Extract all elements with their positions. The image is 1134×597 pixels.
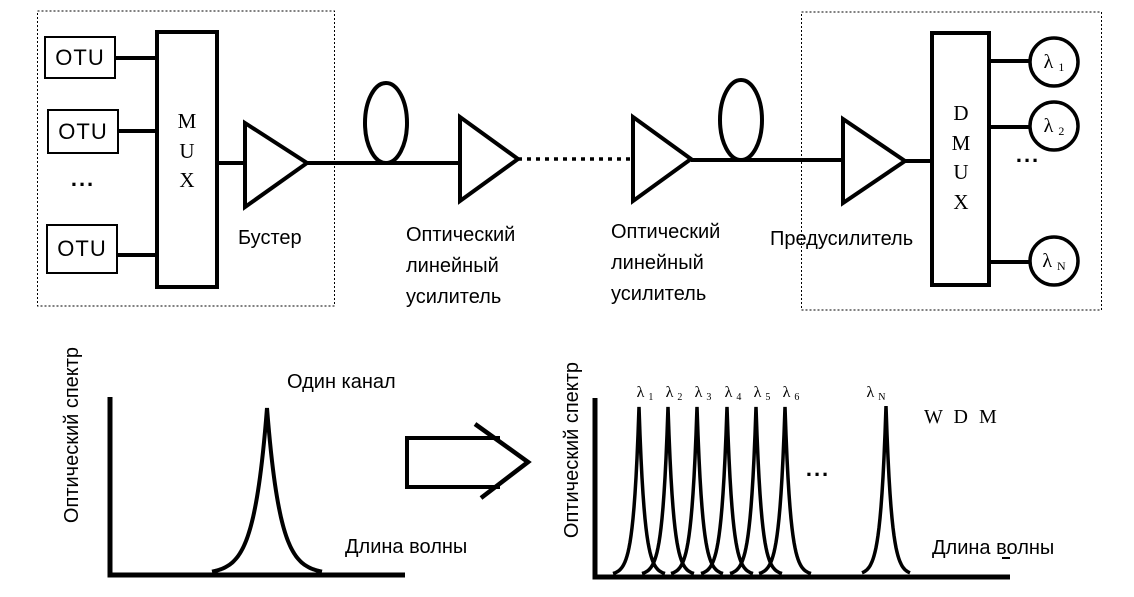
single-channel-peak-group: [211, 407, 323, 574]
otu-label-2: OTU: [48, 110, 118, 153]
lambda-subscript: 6: [794, 392, 800, 403]
amp1-label-line3: усилитель: [406, 286, 502, 308]
lambda1-subscript: 1: [1058, 59, 1065, 74]
receiver-dotted-box: [801, 11, 1102, 311]
otu-text-1: OTU: [55, 44, 105, 70]
lambda2-subscript: 2: [1058, 123, 1065, 138]
otu-label-3: OTU: [47, 225, 117, 273]
lambda-symbol: λ: [694, 384, 703, 401]
lambda-subscript: 3: [706, 392, 712, 403]
wdm-peaks-group: [612, 405, 911, 576]
wdm-label: W D M: [924, 406, 1000, 428]
spectral-peak-lambda-N: [861, 405, 911, 575]
lambda-outputs-ellipsis: ...: [1015, 142, 1041, 167]
mux-letter-u: U: [179, 138, 195, 163]
spectral-peak-lambda-5: [729, 406, 783, 576]
lambda-subscript: N: [878, 392, 886, 403]
dmux-letters: D M U X: [946, 99, 976, 217]
right-plot-axes: [592, 398, 1010, 580]
lambda-symbol: λ: [724, 384, 733, 401]
spectral-peak-lambda-1: [612, 406, 666, 576]
right-plot-xlabel: Длина волны: [932, 537, 1055, 559]
left-plot-title: Один канал: [287, 371, 396, 393]
amp2-label-line3: усилитель: [611, 283, 707, 305]
dmux-letter-x: X: [953, 189, 969, 214]
line-amplifier-2-label: Оптический линейный усилитель: [611, 217, 720, 310]
lambda-symbol: λ: [782, 384, 791, 401]
mux-box: [155, 30, 219, 289]
right-plot-ylabel: Оптический спектр: [561, 361, 583, 539]
lambda-symbol: λ: [636, 384, 645, 401]
transform-arrow-head: [473, 422, 532, 500]
left-plot-ylabel: Оптический спектр: [61, 346, 83, 524]
booster-label: Бустер: [238, 227, 302, 249]
transform-arrow-body: [405, 436, 500, 489]
booster-amplifier-triangle: [243, 119, 311, 211]
lambdaN-symbol: λ: [1042, 249, 1053, 272]
preamplifier-label: Предусилитель: [770, 228, 914, 250]
amp1-label-line1: Оптический: [406, 224, 516, 246]
otu-box-3: [46, 224, 118, 274]
lambda2-symbol: λ: [1043, 114, 1054, 137]
otu-ellipsis: ...: [70, 166, 96, 191]
lambda-subscript: 5: [765, 392, 771, 403]
spectral-peak-lambda-6: [758, 406, 812, 576]
spectral-peak-lambda-4: [700, 406, 754, 576]
lambdaN-output-circle: [1028, 235, 1080, 287]
transmitter-dotted-box: [37, 10, 335, 307]
mux-letter-m: M: [177, 109, 197, 133]
line-amplifier-1-label: Оптический линейный усилитель: [406, 220, 515, 313]
lambda2-output-circle: [1028, 100, 1080, 152]
otu-text-3: OTU: [57, 236, 107, 261]
mux-letters: M U X: [172, 107, 202, 196]
line-amplifier-2-triangle: [631, 113, 695, 205]
preamplifier-triangle: [841, 115, 909, 207]
fiber-coil-2: [718, 78, 764, 162]
lambda-symbol: λ: [665, 384, 674, 401]
otu-box-1: [44, 36, 116, 79]
lambda-subscript: 1: [648, 392, 654, 403]
dmux-letter-m: M: [951, 130, 971, 155]
amp2-label-line1: Оптический: [611, 221, 721, 243]
spectral-peak-lambda-3: [670, 406, 724, 576]
lambda1-symbol: λ: [1043, 50, 1054, 73]
otu-text-2: OTU: [58, 118, 108, 144]
mux-letter-x: X: [179, 168, 195, 192]
spectral-peak: [211, 407, 323, 574]
spectral-peak-lambda-2: [641, 406, 695, 576]
amp1-label-line2: линейный: [406, 255, 499, 277]
lambda-subscript: 2: [677, 392, 683, 403]
lambda1-output-circle: [1028, 36, 1080, 88]
line-amplifier-1-triangle: [458, 113, 522, 205]
dmux-box: [930, 31, 991, 287]
lambdaN-subscript: N: [1057, 258, 1066, 273]
wdm-peaks-ellipsis: ...: [805, 456, 831, 481]
lambda-symbol: λ: [866, 384, 875, 401]
dmux-letter-d: D: [953, 101, 969, 125]
left-plot-xlabel: Длина волны: [345, 536, 468, 558]
fiber-coil-1: [363, 81, 409, 165]
lambda-symbol: λ: [753, 384, 762, 401]
lambda-subscript: 4: [736, 392, 742, 403]
otu-label-1: OTU: [45, 37, 115, 78]
left-plot-axes: [107, 397, 405, 578]
dmux-letter-u: U: [953, 160, 969, 184]
amp2-label-line2: линейный: [611, 252, 704, 274]
